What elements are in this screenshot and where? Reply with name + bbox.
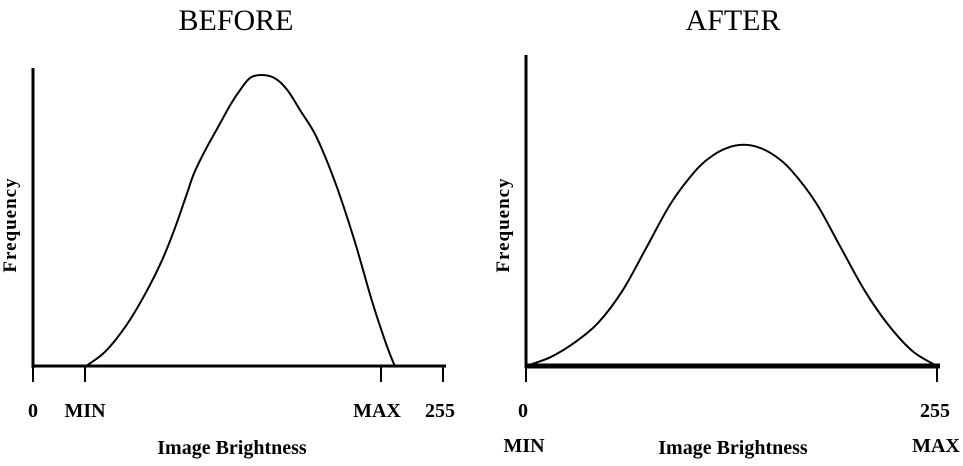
before-histogram-curve [85,73,396,367]
after-tick-label-max: MAX [912,435,960,457]
after-title: AFTER [685,4,780,37]
after-panel: AFTER 0 255 MIN MAX Image Brightness Fre… [493,4,960,459]
after-tick-label-0: 0 [518,400,528,422]
after-histogram-curve [525,143,938,367]
after-y-axis-label: Frequency [493,177,514,272]
before-panel: BEFORE 0 MIN MAX 255 Image Brightness Fr… [0,4,455,459]
before-title: BEFORE [178,4,293,37]
after-x-axis-label: Image Brightness [658,437,808,459]
before-y-axis-label: Frequency [0,177,21,272]
before-tick-label-min: MIN [64,400,106,422]
before-tick-label-255: 255 [425,400,455,422]
before-tick-label-max: MAX [353,400,401,422]
before-x-axis-label: Image Brightness [157,437,307,459]
after-tick-label-min: MIN [503,435,545,457]
before-tick-label-0: 0 [28,400,38,422]
after-tick-label-255: 255 [920,400,950,422]
